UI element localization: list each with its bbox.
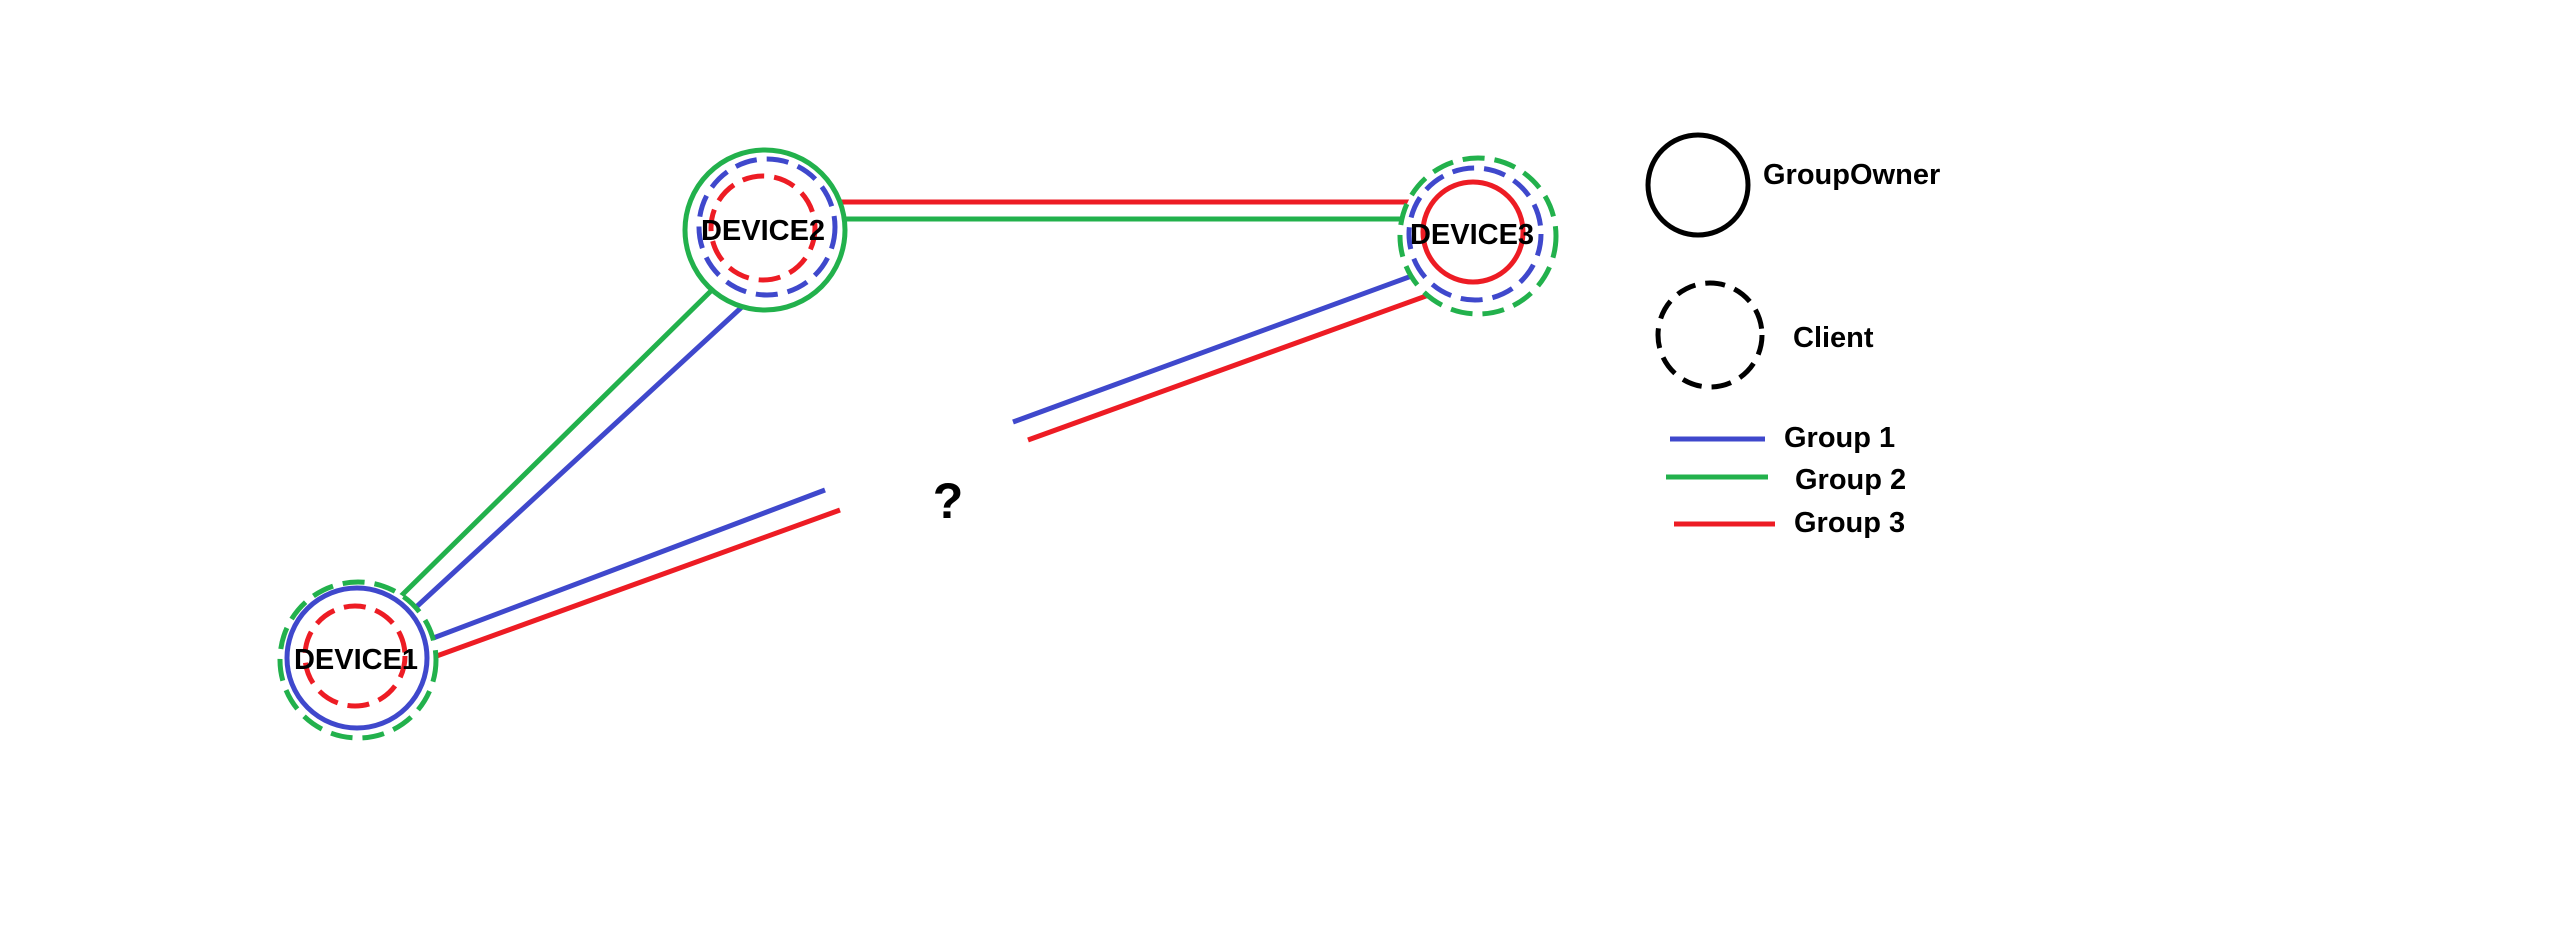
connections: [397, 199, 1463, 673]
link-unknown-device3-group1: [1012, 267, 1429, 425]
device3-node: DEVICE3: [1397, 155, 1559, 317]
legend-client-label: Client: [1793, 322, 1874, 354]
legend-group-owner-icon: [1645, 132, 1751, 238]
device1-client-ring-group3: [302, 603, 408, 709]
device1-label: DEVICE1: [294, 644, 418, 676]
link-device1-device2-group2: [398, 284, 718, 599]
device1-node: DEVICE1: [277, 579, 439, 741]
unknown-link-question-mark: ?: [933, 473, 964, 529]
device3-label: DEVICE3: [1410, 219, 1534, 251]
link-device1-unknown-group3: [397, 507, 841, 673]
legend-group-owner-label: GroupOwner: [1763, 159, 1940, 191]
legend: GroupOwner Client Group 1 Group 2 Group …: [1645, 132, 1940, 539]
device3-owner-ring-group3: [1420, 179, 1526, 285]
device2-node: DEVICE2: [682, 147, 848, 313]
link-device1-device2-group1: [411, 292, 758, 612]
link-device1-unknown-group1: [419, 487, 826, 646]
link-unknown-device3-group3: [1027, 280, 1463, 443]
legend-client-icon: [1655, 280, 1765, 390]
legend-group3-label: Group 3: [1794, 507, 1905, 539]
legend-group2-label: Group 2: [1795, 464, 1906, 496]
legend-group1-label: Group 1: [1784, 422, 1895, 454]
device2-client-ring-group3: [708, 173, 818, 283]
device2-label: DEVICE2: [701, 215, 825, 247]
